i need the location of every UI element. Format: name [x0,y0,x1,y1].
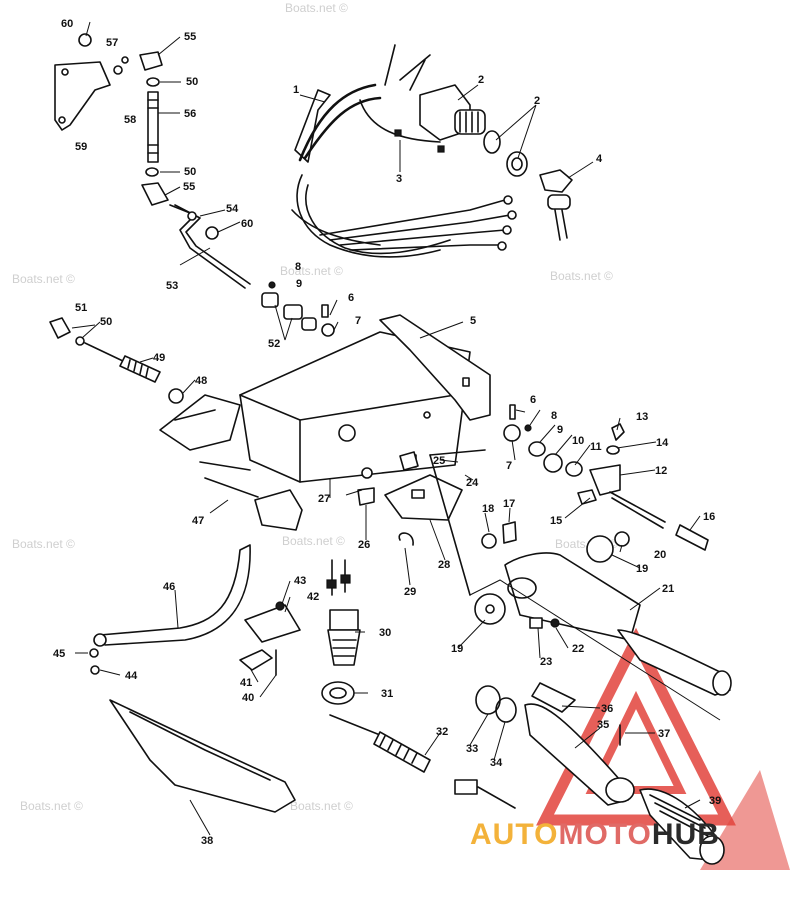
callout-34: 34 [490,757,503,769]
callout-35: 35 [597,719,609,731]
callout-33: 33 [466,743,478,755]
callout-29: 29 [404,586,416,598]
callout-22: 22 [572,643,584,655]
callout-32: 32 [436,726,448,738]
callout-45: 45 [53,648,65,660]
callout-4: 4 [596,153,603,165]
callout-48: 48 [195,375,207,387]
watermark: Boats.net © [285,1,348,15]
brand-part-auto: AUTO [470,818,559,851]
callout-30: 30 [379,627,391,639]
callout-13: 13 [636,411,648,423]
callout-41: 41 [240,677,252,689]
callout-37: 37 [658,728,670,740]
callout-9b: 9 [557,424,563,436]
watermark: Boats.net © [282,534,345,548]
callout-2b: 2 [534,95,540,107]
callout-53: 53 [166,280,178,292]
callout-3: 3 [396,173,402,185]
callout-60: 60 [61,18,73,30]
watermark: Boats.net © [550,269,613,283]
throttle-linkage [54,33,335,337]
watermark: Boats.net © [280,264,343,278]
callout-19: 19 [636,563,648,575]
callout-50b: 50 [186,76,198,88]
callout-50c: 50 [184,166,196,178]
leader-lines [71,21,721,836]
callout-39: 39 [709,795,721,807]
callout-18: 18 [482,503,494,515]
main-housing [159,314,491,531]
callout-16: 16 [703,511,715,523]
callout-46: 46 [163,581,175,593]
steering-arm [429,454,732,696]
callout-15: 15 [550,515,562,527]
grip-assembly [475,682,725,865]
callout-1: 1 [293,84,299,96]
callout-56: 56 [184,108,196,120]
callout-59: 59 [75,141,87,153]
callout-42: 42 [307,591,319,603]
callout-2: 2 [478,74,484,86]
callout-55: 55 [184,31,196,43]
callout-10: 10 [572,435,584,447]
callout-40: 40 [242,692,254,704]
callout-28: 28 [438,559,450,571]
callout-43: 43 [294,575,306,587]
callout-7b: 7 [506,460,512,472]
callout-55b: 55 [183,181,195,193]
callout-57: 57 [106,37,118,49]
callout-11: 11 [590,441,602,453]
callout-47: 47 [192,515,204,527]
callout-26: 26 [358,539,370,551]
callout-19b: 19 [451,643,463,655]
cable-assembly [49,317,184,404]
harness-and-ignition-switch [291,44,573,258]
callout-20: 20 [654,549,666,561]
callout-17: 17 [503,498,515,510]
watermark: Boats.net © [290,799,353,813]
lower-left-parts [89,544,516,813]
callout-7: 7 [355,315,361,327]
callout-5: 5 [470,315,476,327]
callout-6b: 6 [530,394,536,406]
callout-50: 50 [100,316,112,328]
watermarks: Boats.net © Boats.net © Boats.net © Boat… [12,1,618,813]
watermark: Boats.net © [20,799,83,813]
callout-14: 14 [656,437,669,449]
callout-27: 27 [318,493,330,505]
callout-60b: 60 [241,218,253,230]
callout-58: 58 [124,114,136,126]
callout-12: 12 [655,465,667,477]
callout-38: 38 [201,835,213,847]
callout-52: 52 [268,338,280,350]
callout-8b: 8 [551,410,557,422]
callout-25: 25 [433,455,445,467]
automotohub-logo: AUTOMOTOHUB [470,818,800,858]
brand-part-moto: MOTO [558,818,652,851]
callout-36: 36 [601,703,613,715]
callout-49: 49 [153,352,165,364]
callout-numbers: 1 2 2 3 4 5 6 6 7 7 8 8 9 9 10 11 12 13 … [53,18,721,847]
watermark: Boats.net © [12,272,75,286]
callout-23: 23 [540,656,552,668]
callout-44: 44 [125,670,138,682]
callout-6: 6 [348,292,354,304]
callout-54: 54 [226,203,239,215]
watermark: Boats.net © [12,537,75,551]
callout-21: 21 [662,583,674,595]
callout-31: 31 [381,688,393,700]
callout-51: 51 [75,302,87,314]
callout-8: 8 [295,261,301,273]
mounting-bracket [357,451,463,546]
callout-9: 9 [296,278,302,290]
brand-part-hub: HUB [651,818,720,851]
callout-24: 24 [466,477,479,489]
